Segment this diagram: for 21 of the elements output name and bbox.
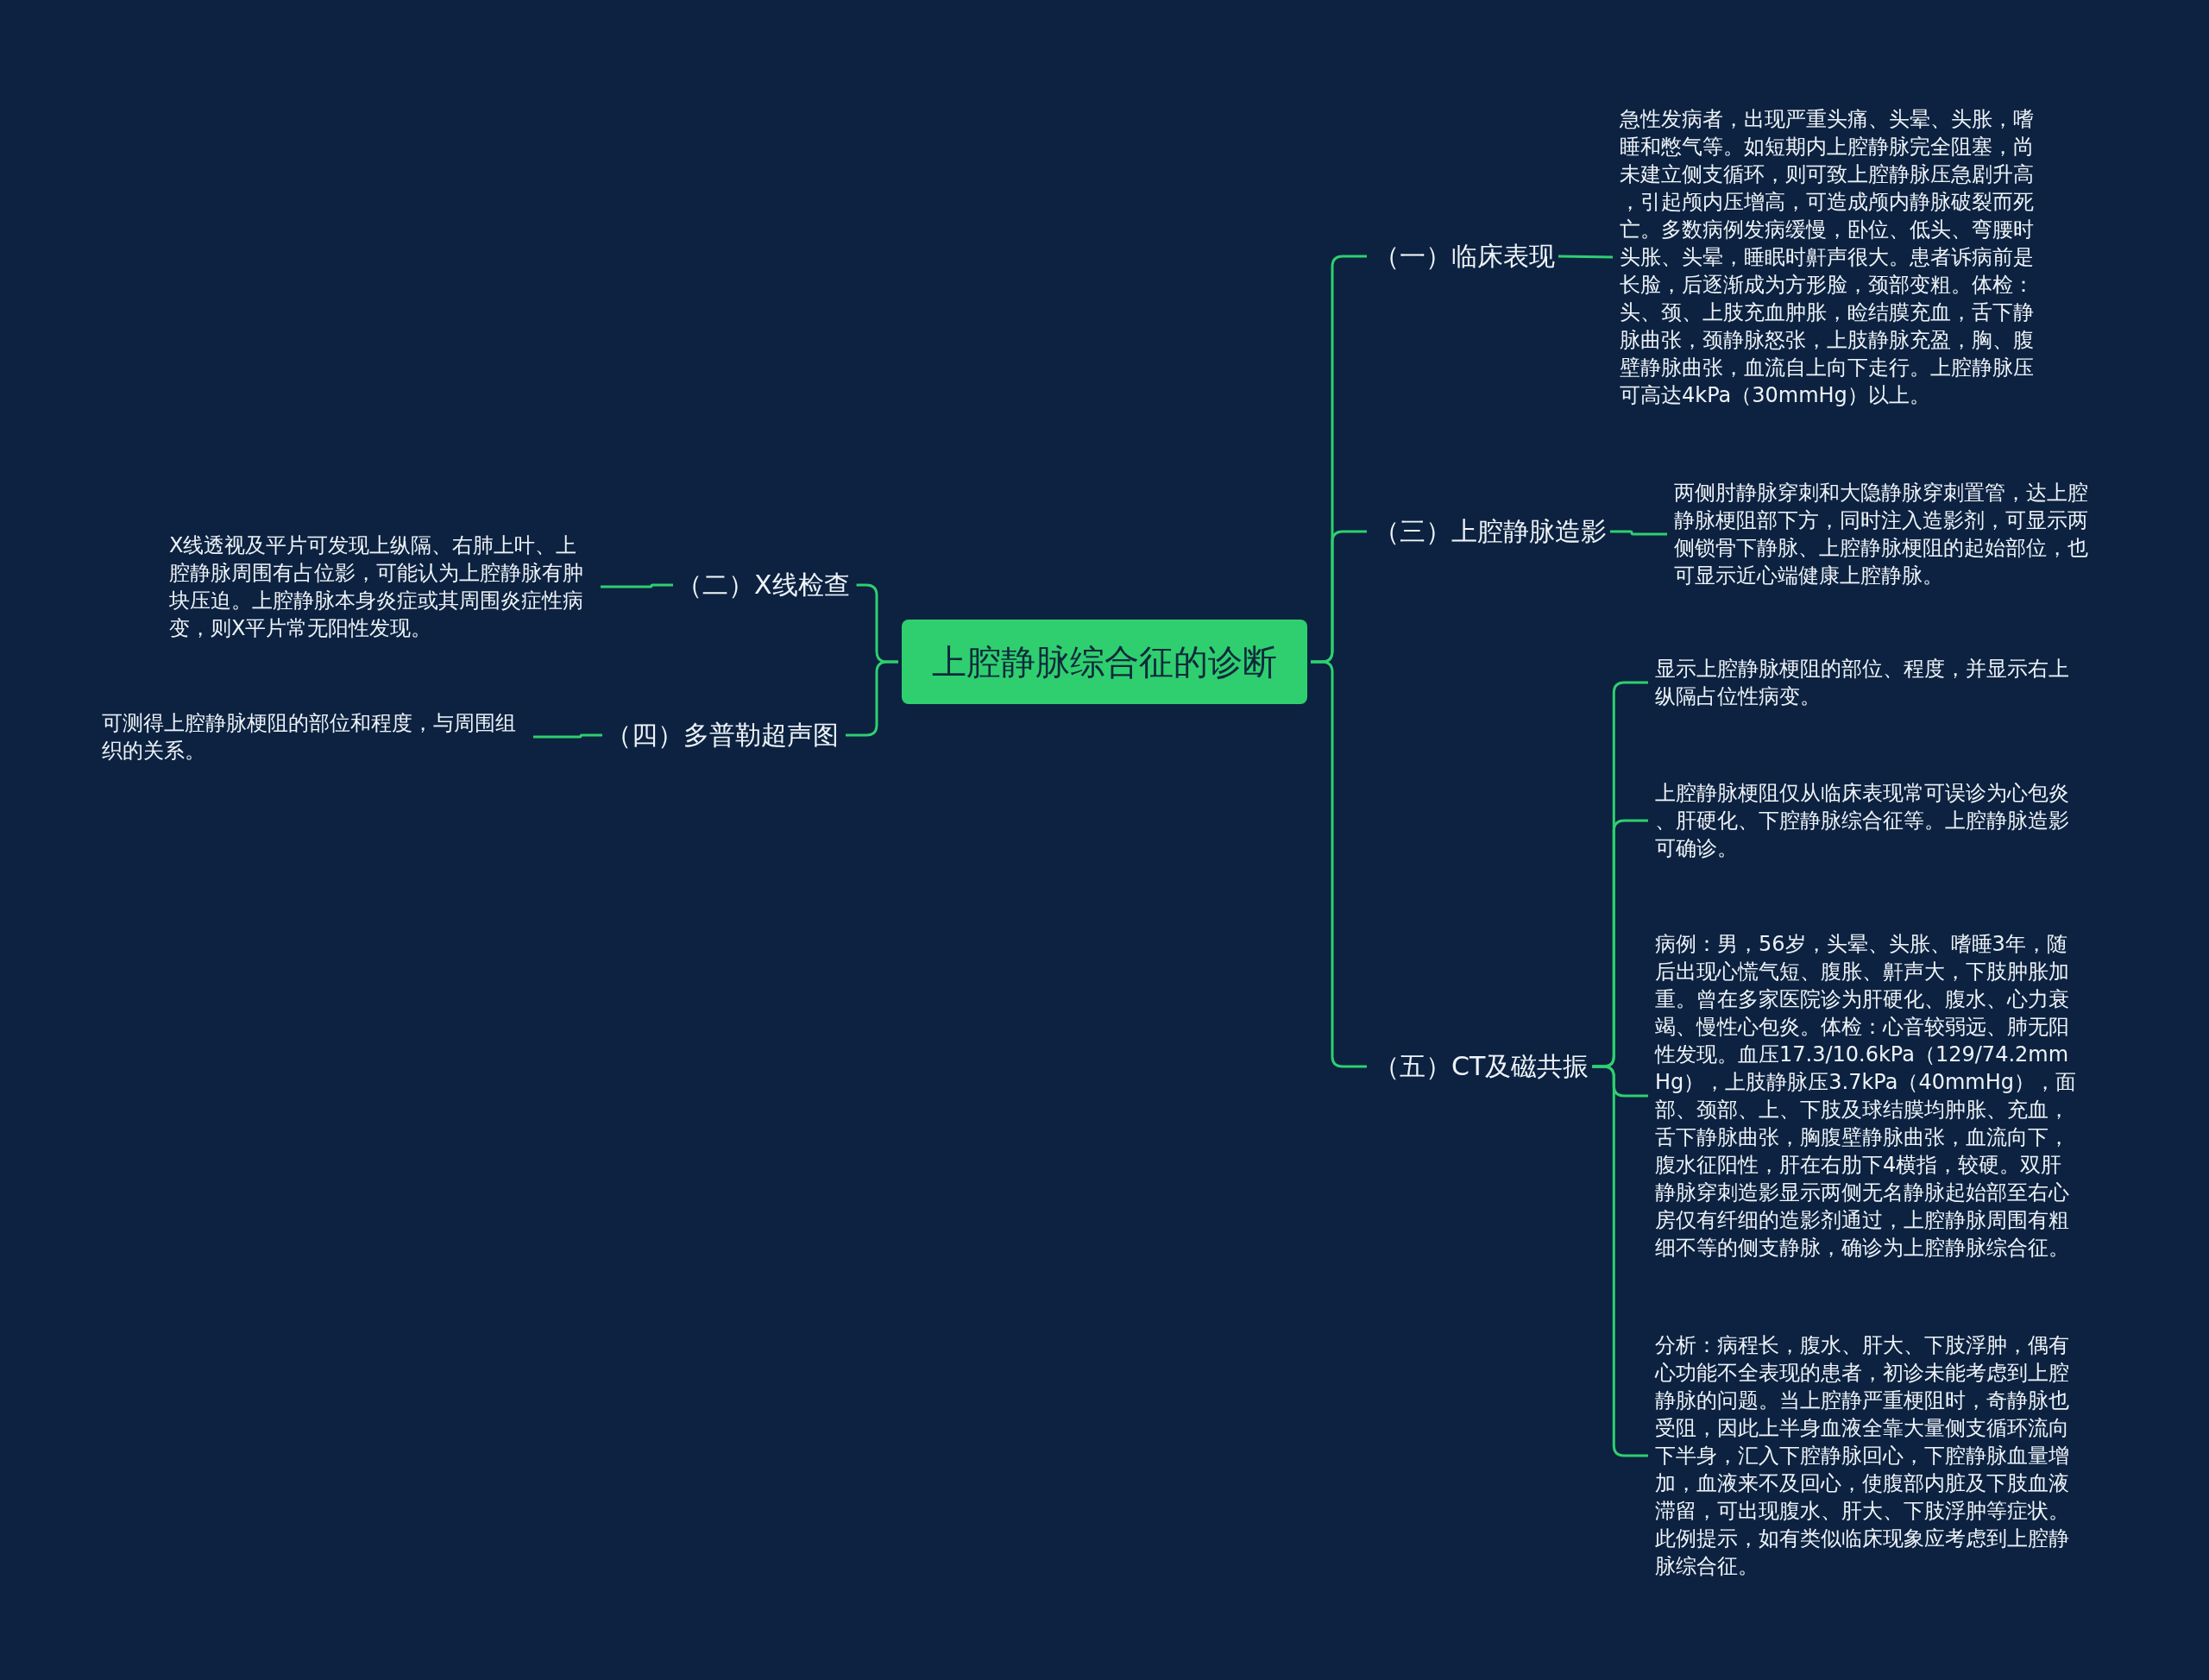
detail-text: 显示上腔静脉梗阻的部位、程度，并显示右上纵隔占位性病变。 — [1655, 655, 2080, 710]
connector-line — [1610, 530, 1667, 536]
connector-line — [1558, 255, 1614, 259]
topic-label: （四）多普勒超声图 — [606, 719, 839, 752]
central-topic: 上腔静脉综合征的诊断 — [902, 620, 1307, 704]
connector-line — [1311, 660, 1367, 1068]
detail-text: 上腔静脉梗阻仅从临床表现常可误诊为心包炎、肝硬化、下腔静脉综合征等。上腔静脉造影可确诊。 — [1655, 779, 2080, 862]
connector-line — [846, 660, 898, 737]
topic-label: （五）CT及磁共振 — [1374, 1050, 1589, 1083]
connector-line — [533, 733, 602, 739]
topic-label: （二）X线检查 — [677, 569, 850, 601]
detail-text: 两侧肘静脉穿刺和大隐静脉穿刺置管，达上腔静脉梗阻部下方，同时注入造影剂，可显示两侧锁骨下静脉、上腔静脉梗阻的起始部位，也可显示近心端健康上腔静脉。 — [1674, 479, 2099, 589]
connector-line — [601, 583, 673, 588]
topic-label: （一）临床表现 — [1374, 240, 1555, 273]
detail-text: 急性发病者，出现严重头痛、头晕、头胀，嗜睡和憋气等。如短期内上腔静脉完全阻塞，尚未建立侧支循环，则可致上腔静脉压急剧升高，引起颅内压增高，可造成颅内静脉破裂而死亡。多数病例发病缓慢，卧位、低头、弯腰时头胀、头晕，睡眠时鼾声很大。患者诉病前是长脸，后逐渐成为方形脸，颈部变粗。体检：头、颈、上肢充血肿胀，睑结膜充血，舌下静脉曲张，颈静脉怒张，上肢静脉充盈，胸、腹壁静脉曲张，血流自上向下走行。上腔静脉压可高达4kPa（30mmHg）以上。 — [1620, 105, 2044, 409]
connector-line — [1592, 1065, 1648, 1457]
topic-label: （三）上腔静脉造影 — [1374, 515, 1607, 548]
detail-text: 分析：病程长，腹水、肝大、下肢浮肿，偶有心功能不全表现的患者，初诊未能考虑到上腔静脉的问题。当上腔静严重梗阻时，奇静脉也受阻，因此上半身血液全靠大量侧支循环流向下半身，汇入下腔静脉回心，下腔静脉血量增加，血液来不及回心，使腹部内脏及下肢血液滞留，可出现腹水、肝大、下肢浮肿等症状。此例提示，如有类似临床现象应考虑到上腔静脉综合征。 — [1655, 1331, 2080, 1580]
detail-text: 病例：男，56岁，头晕、头胀、嗜睡3年，随后出现心慌气短、腹胀、鼾声大，下肢肿胀加重。曾在多家医院诊为肝硬化、腹水、心力衰竭、慢性心包炎。体检：心音较弱远、肺无阳性发现。血压17.3/10.6kPa（129/74.2mmHg），上肢静脉压3.7kPa（40mmHg），面部、颈部、上、下肢及球结膜均肿胀、充血，舌下静脉曲张，胸腹壁静脉曲张，血流向下，腹水征阳性，肝在右肋下4横指，较硬。双肝静脉穿刺造影显示两侧无名静脉起始部至右心房仅有纤细的造影剂通过，上腔静脉周围有粗细不等的侧支静脉，确诊为上腔静脉综合征。 — [1655, 930, 2080, 1262]
detail-text: X线透视及平片可发现上纵隔、右肺上叶、上腔静脉周围有占位影，可能认为上腔静脉有肿块压迫。上腔静脉本身炎症或其周围炎症性病变，则X平片常无阳性发现。 — [169, 532, 594, 642]
detail-text: 可测得上腔静脉梗阻的部位和程度，与周围组织的关系。 — [102, 709, 526, 764]
